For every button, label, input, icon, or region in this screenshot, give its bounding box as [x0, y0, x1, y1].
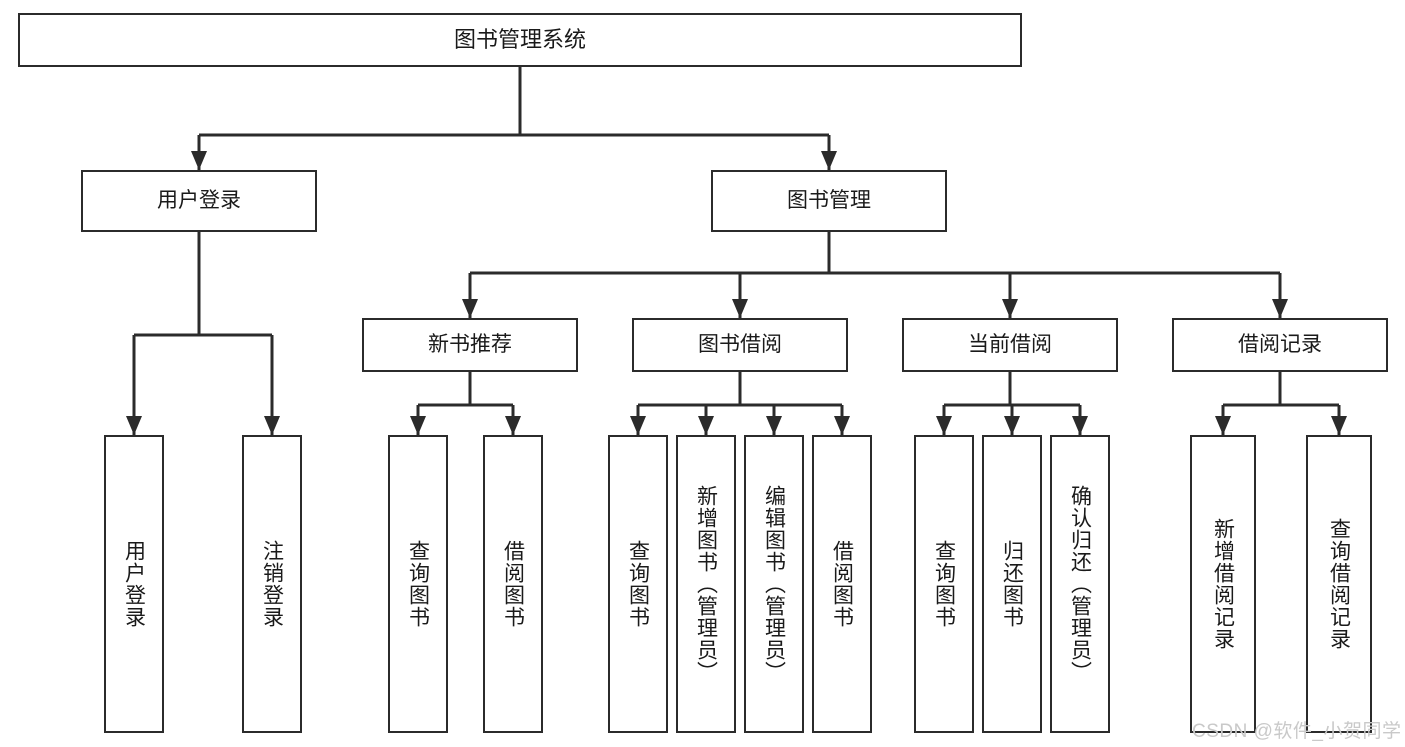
arrowhead-leaf_edit_book	[766, 416, 782, 435]
node-new-book-rec[interactable]: 新书推荐	[362, 318, 578, 372]
node-label: 借阅记录	[1238, 333, 1322, 357]
arrowhead-leaf_add_record	[1215, 416, 1231, 435]
node-leaf-borrow-book-1[interactable]: 借阅图书	[483, 435, 543, 733]
node-leaf-add-book[interactable]: 新增图书（管理员）	[676, 435, 736, 733]
arrowhead-book_manage	[821, 151, 837, 170]
node-label: 查询图书	[626, 540, 650, 628]
arrowhead-leaf_user_logout	[264, 416, 280, 435]
node-label: 当前借阅	[968, 333, 1052, 357]
node-leaf-query-record[interactable]: 查询借阅记录	[1306, 435, 1372, 733]
node-label: 借阅图书	[501, 540, 525, 628]
node-leaf-return-book[interactable]: 归还图书	[982, 435, 1042, 733]
node-leaf-user-logout[interactable]: 注销登录	[242, 435, 302, 733]
node-label: 用户登录	[122, 540, 146, 628]
node-root[interactable]: 图书管理系统	[18, 13, 1022, 67]
node-label: 图书管理	[787, 189, 871, 213]
node-leaf-borrow-book-2[interactable]: 借阅图书	[812, 435, 872, 733]
node-leaf-edit-book[interactable]: 编辑图书（管理员）	[744, 435, 804, 733]
node-leaf-confirm-return[interactable]: 确认归还（管理员）	[1050, 435, 1110, 733]
arrowhead-leaf_borrow_book_1	[505, 416, 521, 435]
arrowhead-leaf_query_book_2	[630, 416, 646, 435]
node-label: 编辑图书（管理员）	[762, 485, 786, 683]
arrowhead-leaf_borrow_book_2	[834, 416, 850, 435]
node-leaf-add-record[interactable]: 新增借阅记录	[1190, 435, 1256, 733]
node-label: 新增借阅记录	[1211, 518, 1235, 650]
node-book-manage[interactable]: 图书管理	[711, 170, 947, 232]
node-label: 查询图书	[932, 540, 956, 628]
arrowhead-leaf_user_login	[126, 416, 142, 435]
node-label: 注销登录	[260, 540, 284, 628]
node-label: 图书管理系统	[453, 26, 586, 52]
node-label: 用户登录	[157, 189, 241, 213]
node-label: 图书借阅	[698, 333, 782, 357]
node-leaf-query-book-2[interactable]: 查询图书	[608, 435, 668, 733]
arrowhead-book_borrow	[732, 299, 748, 318]
arrowhead-leaf_query_book_1	[410, 416, 426, 435]
arrowhead-new_book_rec	[462, 299, 478, 318]
arrowhead-borrow_record	[1272, 299, 1288, 318]
node-leaf-query-book-3[interactable]: 查询图书	[914, 435, 974, 733]
arrowhead-leaf_query_record	[1331, 416, 1347, 435]
node-label: 借阅图书	[830, 540, 854, 628]
arrowhead-leaf_add_book	[698, 416, 714, 435]
arrowhead-leaf_confirm_return	[1072, 416, 1088, 435]
node-current-borrow[interactable]: 当前借阅	[902, 318, 1118, 372]
node-book-borrow[interactable]: 图书借阅	[632, 318, 848, 372]
node-leaf-user-login[interactable]: 用户登录	[104, 435, 164, 733]
node-label: 归还图书	[1000, 540, 1024, 628]
node-label: 查询图书	[406, 540, 430, 628]
node-leaf-query-book-1[interactable]: 查询图书	[388, 435, 448, 733]
arrowhead-leaf_return_book	[1004, 416, 1020, 435]
node-label: 确认归还（管理员）	[1068, 485, 1092, 683]
node-label: 查询借阅记录	[1327, 518, 1351, 650]
node-label: 新增图书（管理员）	[694, 485, 718, 683]
node-user-login[interactable]: 用户登录	[81, 170, 317, 232]
node-label: 新书推荐	[428, 333, 512, 357]
arrowhead-current_borrow	[1002, 299, 1018, 318]
arrowhead-user_login	[191, 151, 207, 170]
node-borrow-record[interactable]: 借阅记录	[1172, 318, 1388, 372]
arrowhead-leaf_query_book_3	[936, 416, 952, 435]
